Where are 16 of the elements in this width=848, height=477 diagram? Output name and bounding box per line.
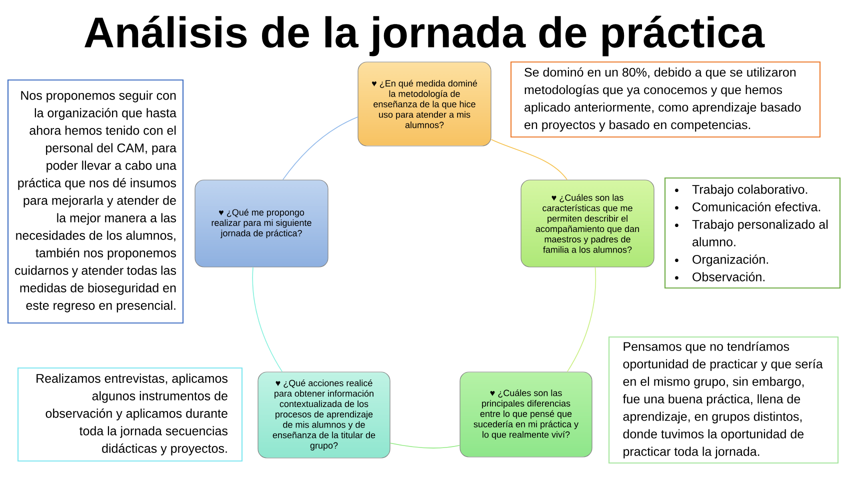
question-box: ♥ ¿Qué me propongo realizar para mi siguiente jornada de práctica? xyxy=(194,180,328,268)
question-box: ♥ ¿En qué medida dominé la metodología de enseñanza de la que hice uso para atender a mis alumnos? xyxy=(358,62,492,146)
connector-arc xyxy=(252,266,283,372)
title: Análisis de la jornada de práctica xyxy=(84,16,765,56)
question-box: ♥ ¿Cuáles son las características que me permiten describir el acompañamiento que dan maestros y padres de familia a los alumnos? xyxy=(520,180,654,268)
connector-arc xyxy=(566,266,596,372)
connector-arc xyxy=(490,139,568,180)
text-box: Realizamos entrevistas, aplicamos algunos instrumentos de observación y aplicamos durante toda la jornada secuencias didácticas y proyectos. xyxy=(17,367,243,462)
question-box: ♥ ¿Qué acciones realicé para obtener información contextualizada de los procesos de aprendizaje de mis alumnos y de enseñanza de la titular de grupo? xyxy=(258,372,390,458)
text-box: Nos proponemos seguir con la organización que hasta ahora hemos tenido con el personal del CAM, para poder llevar a cabo una práctica que nos dé insumos para mejorarla y atender de la mejor manera a las necesidades de los alumnos, también nos proponemos cuidarnos y atender todas las medidas de bioseguridad en este regreso en presencial. xyxy=(7,79,184,324)
question-box: ♥ ¿Cuáles son las principales diferencias entre lo que pensé que sucedería en mi práctica y lo que realmente viví? xyxy=(460,372,592,458)
connector-arc xyxy=(282,116,358,180)
connector-arc xyxy=(390,442,460,449)
text-box: Se dominó en un 80%, debido a que se utilizaron metodologías que ya conocemos y que hemos aplicado anteriormente, como aprendizaje basado en proyectos y basado en competencias. xyxy=(510,61,821,138)
text-box: Pensamos que no tendríamos oportunidad de practicar y que sería en el mismo grupo, sin embargo, fue una buena práctica, llena de aprendizaje, en grupos distintos, donde tuvimos la oportunidad de practicar toda la jornada. xyxy=(608,336,839,464)
bullet-list-box: Trabajo colaborativo. Comunicación efectiva. Trabajo personalizado al alumno. Organización. Observación. xyxy=(664,177,841,289)
